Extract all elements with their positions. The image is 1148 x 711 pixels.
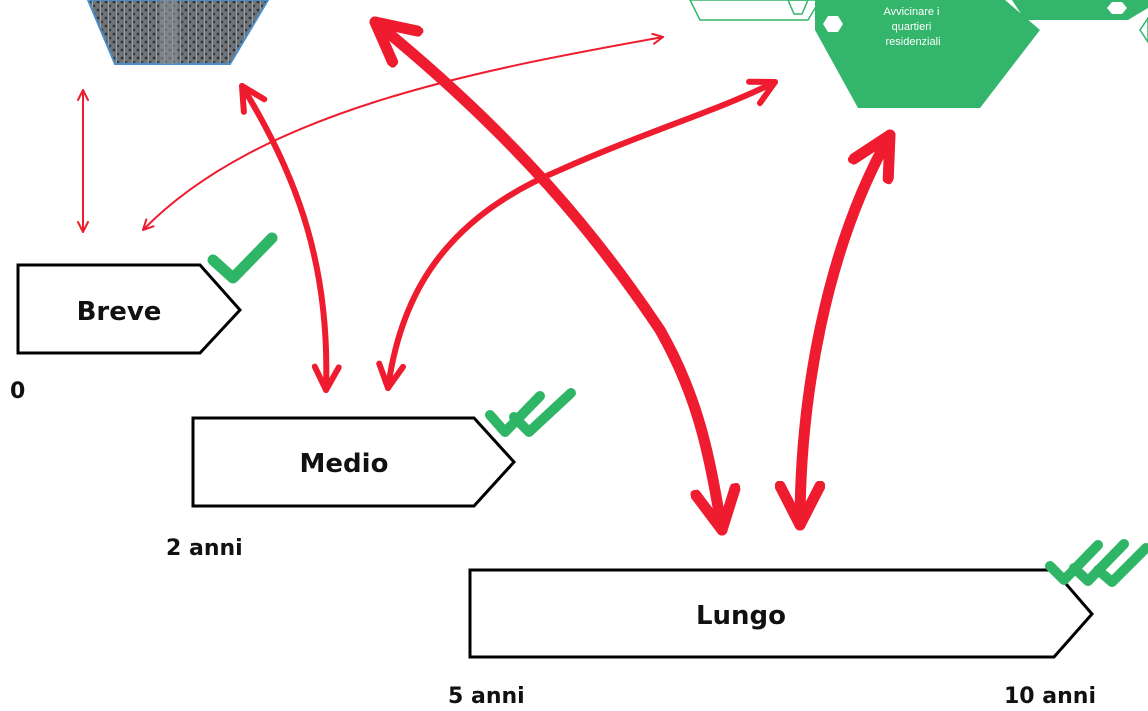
checkmarks-medio — [485, 388, 576, 437]
stage-lungo: Lungo — [468, 568, 1094, 659]
hex-line-2: quartieri — [892, 21, 932, 33]
time-label-lungo-start: 5 anni — [448, 684, 525, 709]
check-icon — [1069, 539, 1129, 586]
medium-arrows — [239, 78, 778, 393]
thin-arrows — [83, 37, 663, 232]
check-icon — [207, 232, 278, 284]
photo-hexagon — [86, 0, 270, 65]
checkmarks-breve — [207, 232, 278, 284]
check-icon — [1093, 543, 1148, 587]
hexagon-green-right — [1012, 0, 1148, 44]
thick-arrows — [369, 16, 896, 536]
check-icon — [1045, 540, 1103, 585]
hex-line-3: residenziali — [885, 36, 940, 48]
stage-medio-label: Medio — [300, 449, 389, 479]
hex-line-1: Avvicinare i — [883, 6, 939, 18]
hexagon-green-main: Avvicinare i quartieri residenziali — [815, 0, 1040, 108]
arrow-photo-medio — [239, 83, 342, 393]
hexagon-outline-left — [689, 0, 821, 21]
svg-text:Avvicinare i quartieri: Avvicinare i quartieri residenziali — [883, 6, 942, 48]
arrow-photo-lungo — [369, 16, 722, 536]
time-label-breve: 0 — [10, 379, 25, 404]
stage-breve-label: Breve — [77, 297, 162, 327]
arrow-breve-hexagon — [143, 37, 663, 230]
stage-medio: Medio — [191, 416, 517, 508]
check-icon — [509, 388, 576, 437]
stage-breve: Breve — [16, 263, 243, 355]
checkmarks-lungo — [1045, 539, 1148, 587]
arrow-medio-hexagon — [376, 78, 778, 391]
time-label-medio: 2 anni — [166, 536, 243, 561]
time-label-lungo-end: 10 anni — [1004, 684, 1096, 709]
stage-lungo-label: Lungo — [696, 601, 786, 631]
arrow-lungo-hexagon — [800, 129, 896, 531]
check-icon — [485, 391, 545, 437]
